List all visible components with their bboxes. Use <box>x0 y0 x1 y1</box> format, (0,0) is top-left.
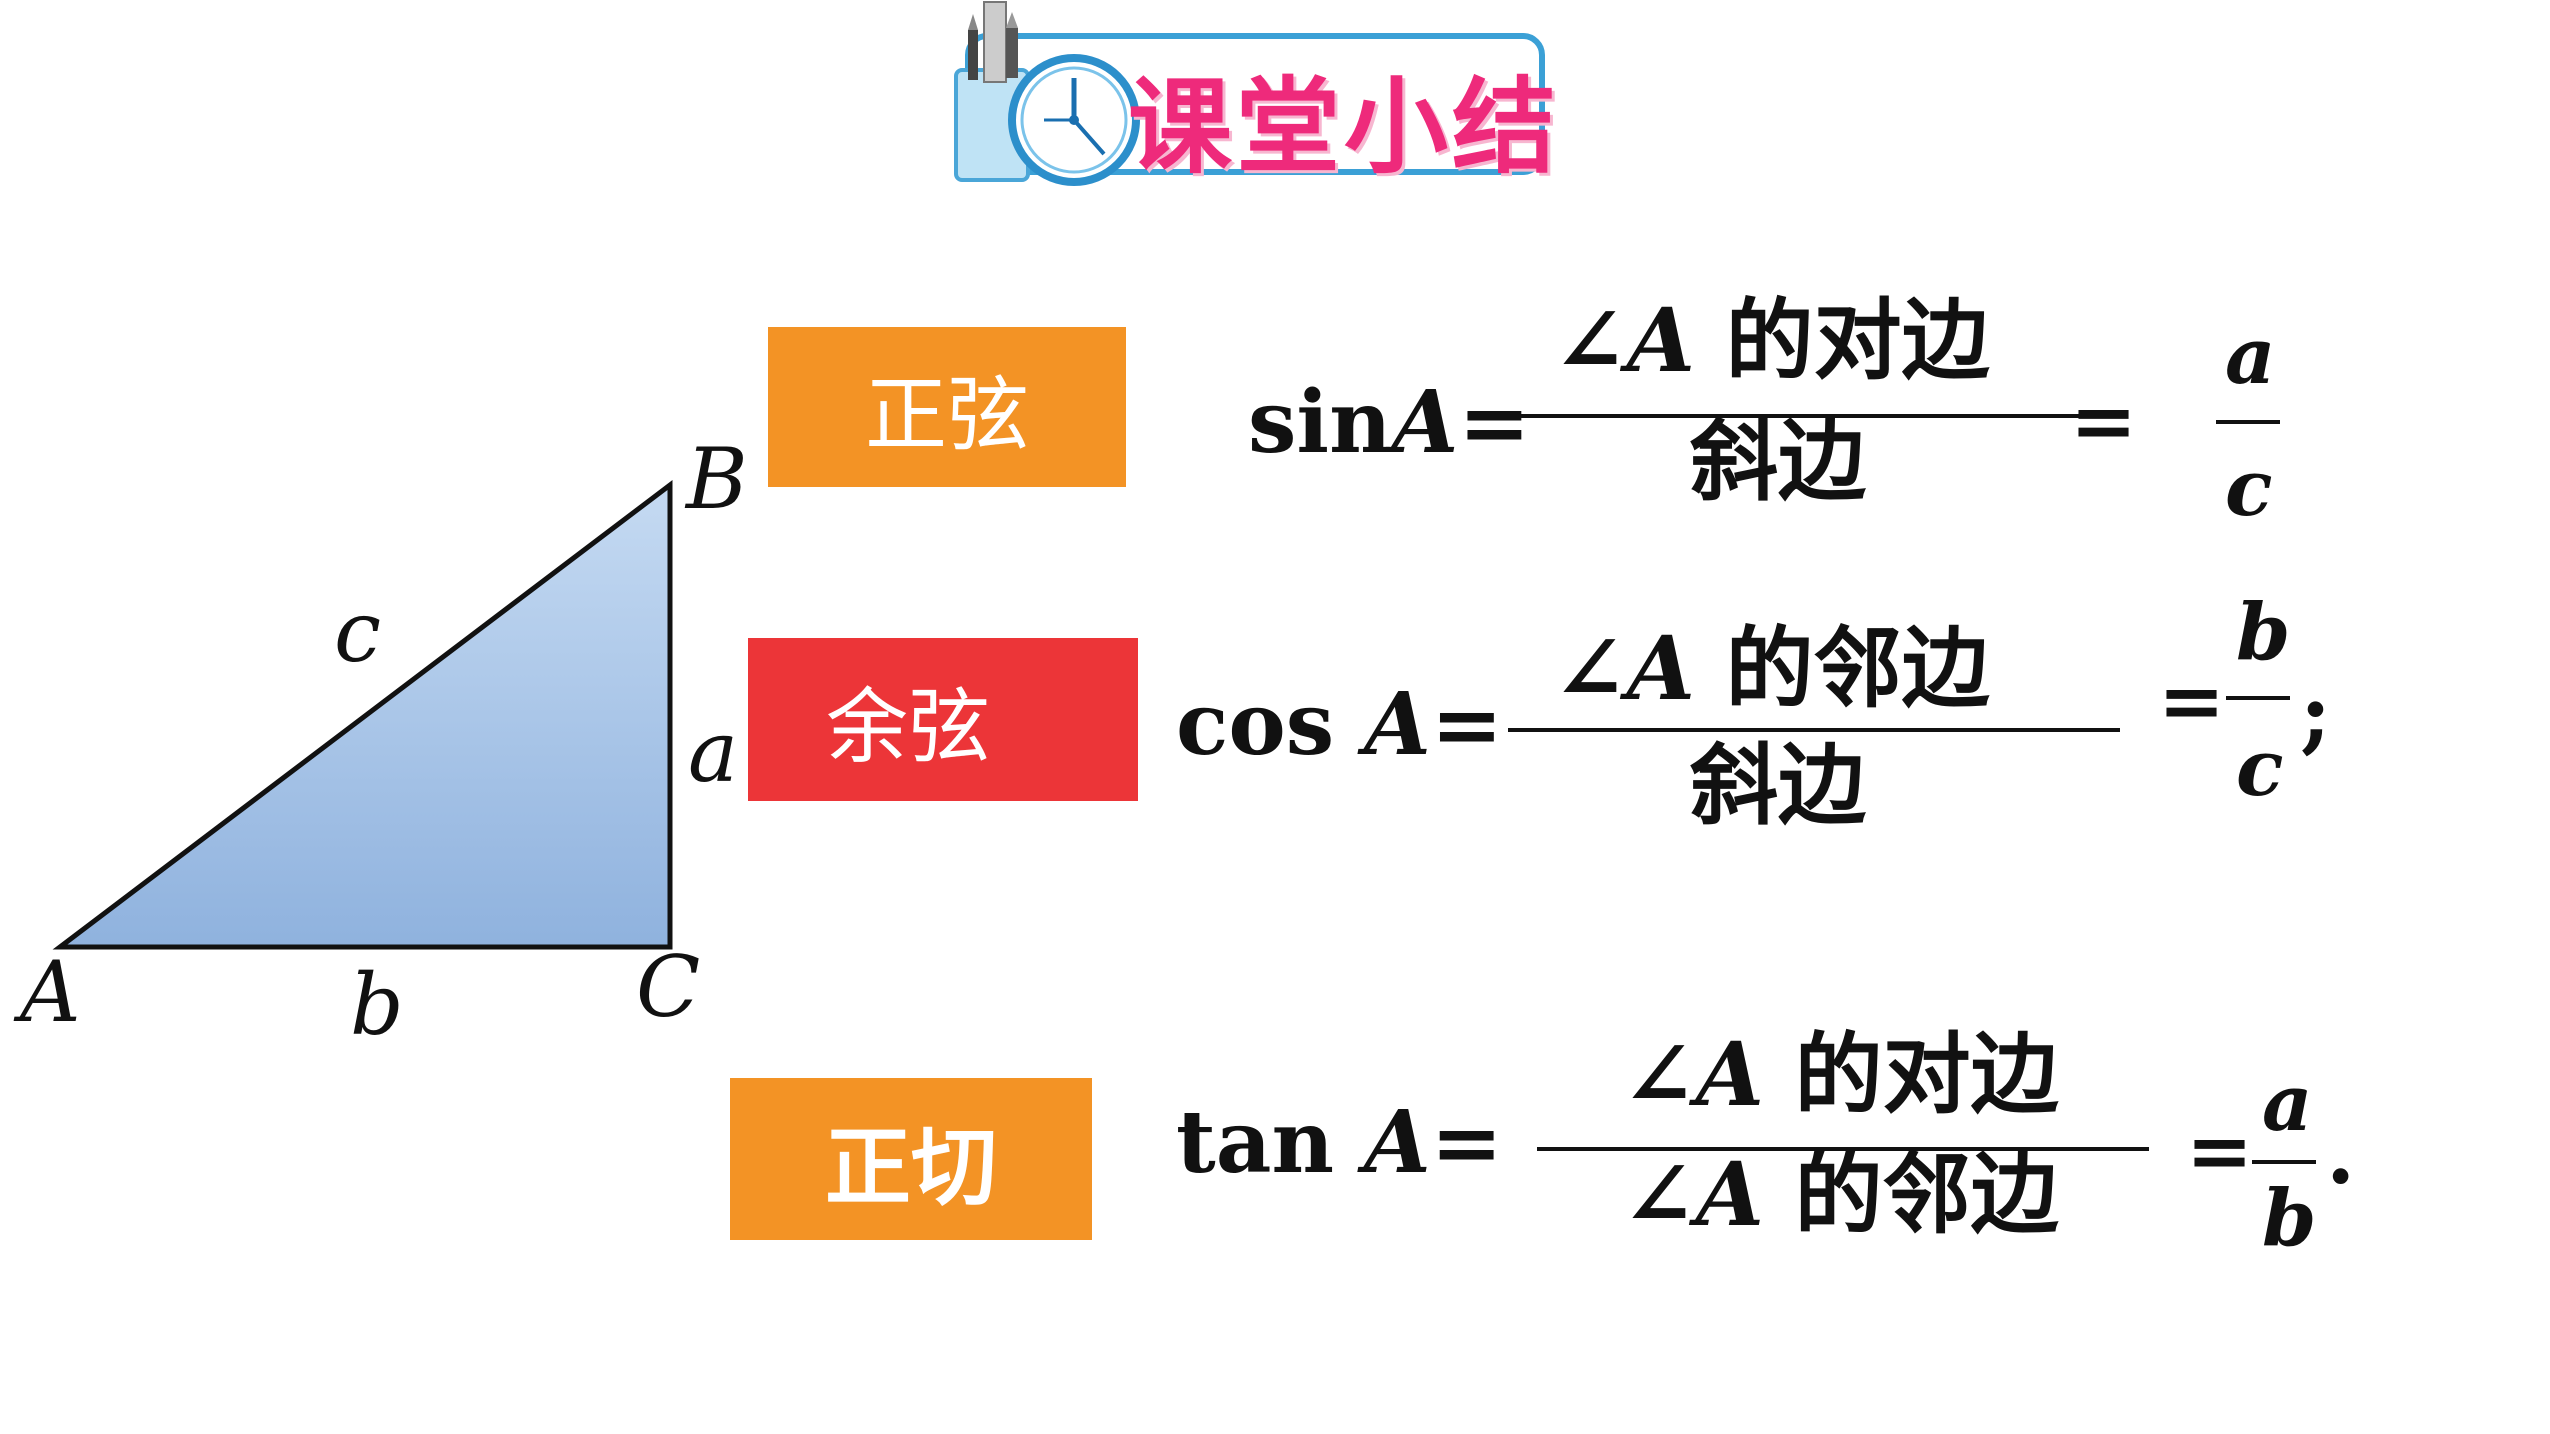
cos-func: cos <box>1176 674 1335 775</box>
sin-lhs-eq: = <box>1458 372 1531 473</box>
sin-result-bar <box>2216 420 2280 424</box>
sin-num-text: 的对边 <box>1725 289 1990 392</box>
tan-result-num: a <box>2262 1058 2313 1149</box>
tan-result-den: b <box>2262 1173 2317 1264</box>
cos-tail: ; <box>2300 664 2332 763</box>
cos-lhs-eq: = <box>1430 674 1503 775</box>
cos-var: A <box>1364 674 1431 775</box>
sin-func: sin <box>1248 372 1392 473</box>
cos-result-bar <box>2226 696 2290 700</box>
sin-eq: = <box>2070 373 2138 467</box>
cosine-label: 余弦 <box>826 680 991 775</box>
tan-numerator: ∠A 的对边 <box>1622 1030 2059 1119</box>
sin-fraction-bar <box>1500 414 2090 418</box>
vertex-label-c-upper: C <box>636 938 701 1036</box>
tan-fraction-bar <box>1537 1147 2149 1151</box>
tan-num-angle: ∠A <box>1622 1022 1765 1126</box>
sin-var: A <box>1391 372 1459 473</box>
vertex-label-a-upper: A <box>20 943 81 1041</box>
tangent-label: 正切 <box>825 1117 997 1218</box>
tan-result-bar <box>2252 1160 2316 1164</box>
tangent-label-box: 正切 <box>730 1078 1092 1240</box>
sin-result-num: a <box>2225 311 2276 402</box>
cos-lhs: cos A= <box>1176 682 1503 768</box>
sin-denominator: 斜边 <box>1690 410 1867 513</box>
sine-label-box: 正弦 <box>768 327 1126 487</box>
cos-eq: = <box>2158 653 2226 747</box>
tan-tail: . <box>2326 1104 2356 1203</box>
tan-lhs: tan A= <box>1176 1100 1503 1186</box>
cos-num-angle: ∠A <box>1553 616 1696 720</box>
sine-label: 正弦 <box>864 367 1029 463</box>
cos-numerator: ∠A 的邻边 <box>1553 624 1990 713</box>
tan-eq: = <box>2186 1103 2254 1197</box>
page-title: 课堂小结 <box>1128 66 1561 188</box>
sin-numerator: ∠A 的对边 <box>1553 296 1990 385</box>
cosine-label-box: 余弦 <box>748 638 1138 801</box>
clock-pencil-cup-icon <box>954 1 1140 186</box>
tan-den-angle: ∠A <box>1622 1142 1765 1246</box>
cos-result-num: b <box>2236 587 2291 678</box>
triangle-shape <box>52 479 673 950</box>
tan-denominator: ∠A 的邻边 <box>1622 1150 2059 1239</box>
side-label-c: c <box>334 583 382 681</box>
cos-num-text: 的邻边 <box>1725 617 1990 720</box>
cos-result-den: c <box>2236 723 2284 814</box>
tan-lhs-eq: = <box>1430 1092 1503 1193</box>
side-label-a: a <box>688 703 739 801</box>
tan-var: A <box>1363 1092 1431 1193</box>
sin-num-angle: ∠A <box>1553 288 1696 392</box>
vertex-label-b-upper: B <box>686 430 748 528</box>
tan-num-text: 的对边 <box>1794 1023 2059 1126</box>
side-label-b: b <box>350 956 404 1054</box>
sin-lhs: sinA= <box>1248 380 1530 466</box>
cos-denominator: 斜边 <box>1690 734 1867 837</box>
tan-den-text: 的邻边 <box>1794 1143 2059 1246</box>
cos-fraction-bar <box>1508 728 2120 732</box>
sin-result-den: c <box>2225 443 2273 534</box>
tan-func: tan <box>1176 1092 1334 1193</box>
